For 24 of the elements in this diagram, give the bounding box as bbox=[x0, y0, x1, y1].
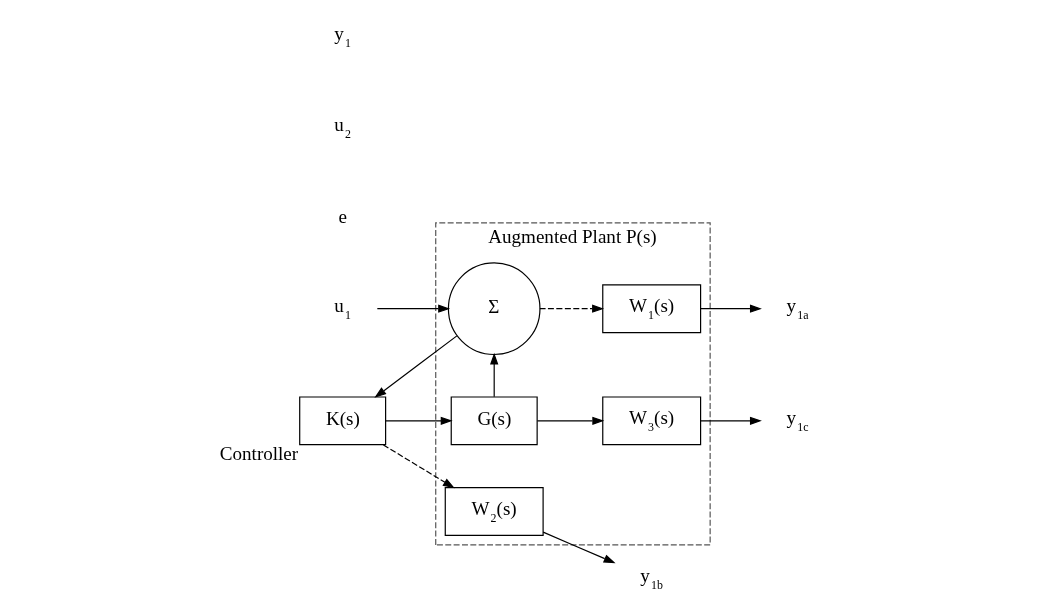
arrow bbox=[384, 416, 453, 426]
arrow bbox=[536, 416, 604, 426]
node-text: y$_{1a}$ bbox=[786, 295, 809, 323]
node-box: K(s) bbox=[298, 396, 386, 446]
node-box: W$_{3}$(s) bbox=[601, 396, 701, 446]
arrow bbox=[542, 531, 616, 564]
arrow bbox=[382, 444, 455, 489]
node-text: y$_{1b}$ bbox=[639, 564, 663, 592]
node-label: Controller bbox=[219, 442, 298, 464]
arrow bbox=[699, 304, 762, 313]
label: u$_{2}$ bbox=[333, 113, 351, 141]
arrow bbox=[376, 304, 450, 313]
node-text: y$_{1c}$ bbox=[786, 407, 809, 435]
label: e bbox=[337, 205, 347, 227]
label: y$_{1}$ bbox=[333, 23, 351, 50]
arrow bbox=[538, 304, 604, 313]
node-circle: Σ bbox=[447, 262, 541, 356]
node-box: G(s) bbox=[450, 396, 538, 446]
node-box: W$_{1}$(s) bbox=[601, 284, 701, 334]
arrow bbox=[699, 416, 762, 426]
node-text: u$_{1}$ bbox=[333, 295, 351, 323]
node-box: W$_{2}$(s) bbox=[444, 487, 544, 536]
arrow bbox=[489, 352, 498, 398]
arrow bbox=[373, 335, 457, 398]
